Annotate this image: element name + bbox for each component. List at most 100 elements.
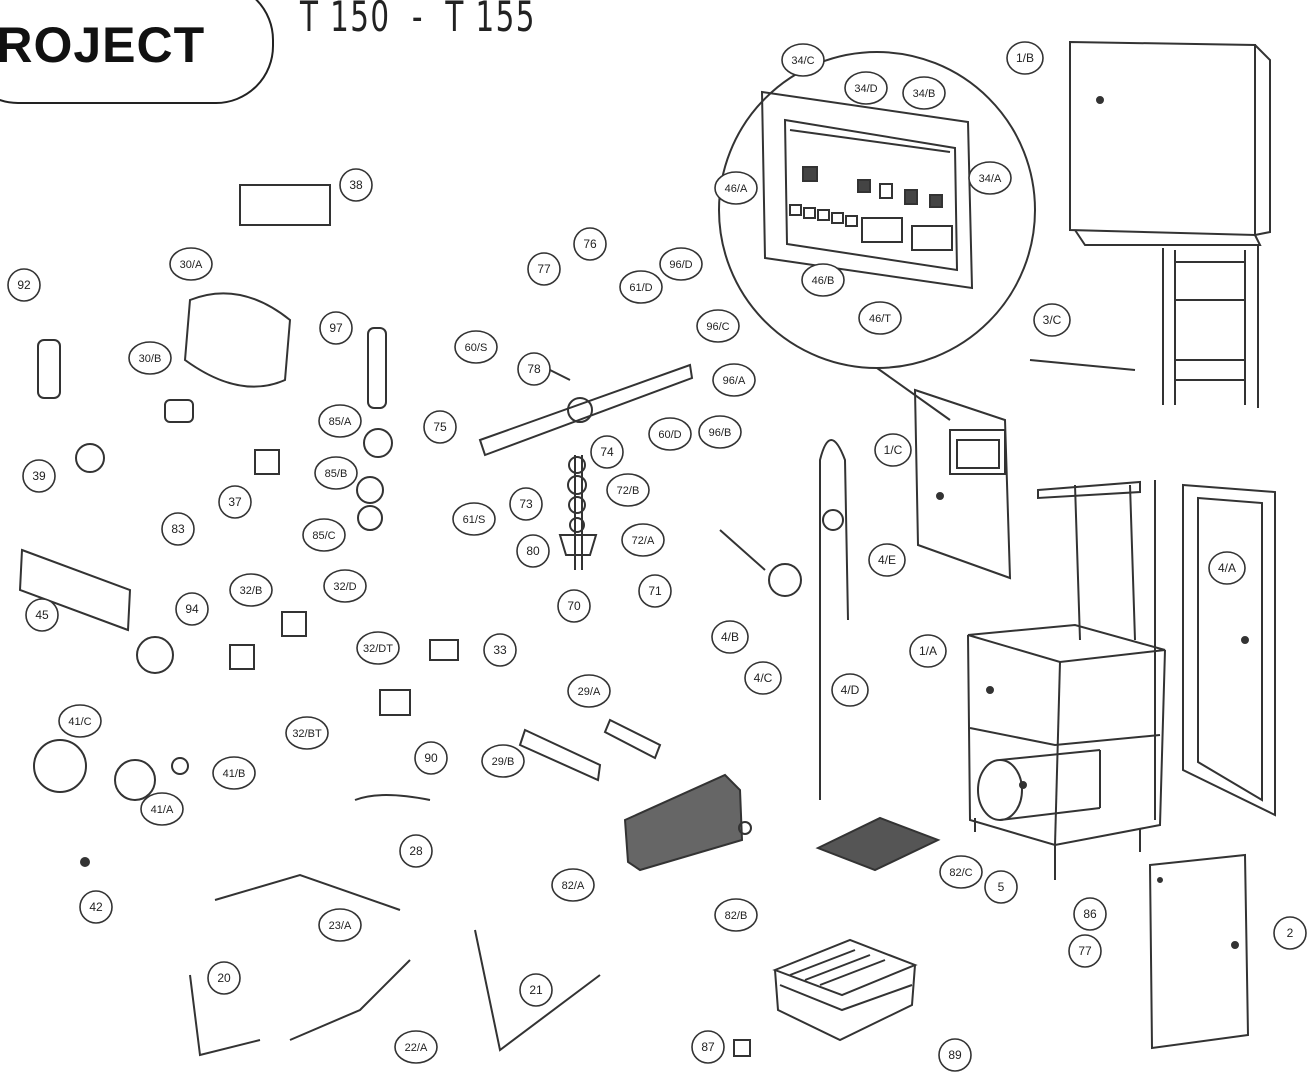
callout-label: 92 — [17, 278, 31, 292]
callout-82-c: 82/C — [939, 855, 983, 889]
callout-29-a: 29/A — [567, 674, 611, 708]
callout-label: 41/C — [68, 716, 91, 728]
callout-label: 75 — [433, 420, 447, 434]
callout-61-d: 61/D — [619, 270, 663, 304]
callout-5: 5 — [984, 870, 1018, 904]
callout-92: 92 — [7, 268, 41, 302]
callout-33: 33 — [483, 633, 517, 667]
callout-label: 4/E — [878, 553, 896, 567]
callout-85-b: 85/B — [314, 456, 358, 490]
callout-4-e: 4/E — [868, 543, 906, 577]
callout-label: 61/D — [629, 282, 652, 294]
callout-38: 38 — [339, 168, 373, 202]
callout-label: 46/A — [725, 183, 748, 195]
machine-frame — [967, 480, 1166, 880]
callout-41-a: 41/A — [140, 792, 184, 826]
callout-60-d: 60/D — [648, 417, 692, 451]
callout-label: 4/D — [841, 683, 860, 697]
callout-label: 34/D — [854, 83, 877, 95]
callout-label: 34/A — [979, 173, 1002, 185]
callout-96-b: 96/B — [698, 415, 742, 449]
callout-30-b: 30/B — [128, 341, 172, 375]
callout-label: 21 — [529, 983, 543, 997]
callout-22-a: 22/A — [394, 1030, 438, 1064]
door-panel — [1182, 483, 1276, 817]
callout-label: 82/C — [949, 867, 972, 879]
callout-label: 4/A — [1218, 561, 1236, 575]
callout-label: 82/A — [562, 880, 585, 892]
callout-label: 72/B — [617, 485, 640, 497]
callout-label: 77 — [537, 262, 551, 276]
callout-4-c: 4/C — [744, 661, 782, 695]
callout-label: 71 — [648, 584, 662, 598]
callout-label: 60/S — [465, 342, 488, 354]
callout-87: 87 — [691, 1030, 725, 1064]
callout-label: 41/A — [151, 804, 174, 816]
callout-label: 74 — [600, 445, 614, 459]
model-title: T 150 - T 155 — [300, 0, 536, 41]
callout-23-a: 23/A — [318, 908, 362, 942]
callout-85-c: 85/C — [302, 518, 346, 552]
callout-label: 45 — [35, 608, 49, 622]
callout-77: 77 — [527, 252, 561, 286]
callout-label: 33 — [493, 643, 507, 657]
callout-label: 46/B — [812, 275, 835, 287]
brand-logo: Y S T E M S PROJECT — [0, 0, 274, 104]
callout-label: 42 — [89, 900, 103, 914]
callout-label: 28 — [409, 844, 423, 858]
callout-41-b: 41/B — [212, 756, 256, 790]
callout-label: 4/B — [721, 630, 739, 644]
callout-77: 77 — [1068, 934, 1102, 968]
callout-label: 32/BT — [292, 728, 322, 740]
callout-label: 94 — [185, 602, 199, 616]
callout-label: 76 — [583, 237, 597, 251]
callout-label: 96/C — [706, 321, 729, 333]
callout-83: 83 — [161, 512, 195, 546]
callout-90: 90 — [414, 741, 448, 775]
callout-94: 94 — [175, 592, 209, 626]
callout-32-b: 32/B — [229, 573, 273, 607]
callout-89: 89 — [938, 1038, 972, 1072]
callout-41-c: 41/C — [58, 704, 102, 738]
callout-4-a: 4/A — [1208, 551, 1246, 585]
callout-label: 85/A — [329, 416, 352, 428]
callout-label: 96/B — [709, 427, 732, 439]
callout-label: 5 — [998, 880, 1005, 894]
callout-label: 30/B — [139, 353, 162, 365]
callout-28: 28 — [399, 834, 433, 868]
callout-label: 3/C — [1043, 313, 1062, 327]
callout-80: 80 — [516, 534, 550, 568]
control-panel-detail — [718, 51, 1036, 421]
callout-73: 73 — [509, 487, 543, 521]
callout-34-b: 34/B — [902, 76, 946, 110]
callout-96-d: 96/D — [659, 247, 703, 281]
callout-42: 42 — [79, 890, 113, 924]
callout-label: 85/B — [325, 468, 348, 480]
callout-label: 90 — [424, 751, 438, 765]
callout-20: 20 — [207, 961, 241, 995]
callout-label: 60/D — [658, 429, 681, 441]
callout-label: 34/C — [791, 55, 814, 67]
callout-78: 78 — [517, 352, 551, 386]
hood-rod — [1029, 359, 1136, 371]
callout-3-c: 3/C — [1033, 303, 1071, 337]
callout-label: 1/C — [884, 443, 903, 457]
callout-4-b: 4/B — [711, 620, 749, 654]
callout-label: 70 — [567, 599, 581, 613]
callout-32-bt: 32/BT — [285, 716, 329, 750]
callout-1-b: 1/B — [1006, 41, 1044, 75]
callout-label: 30/A — [180, 259, 203, 271]
callout-label: 72/A — [632, 535, 655, 547]
callout-label: 2 — [1287, 926, 1294, 940]
filter-grid — [815, 816, 941, 872]
callout-label: 32/DT — [363, 643, 393, 655]
callout-71: 71 — [638, 574, 672, 608]
callout-4-d: 4/D — [831, 673, 869, 707]
callout-label: 86 — [1083, 907, 1097, 921]
callout-82-a: 82/A — [551, 868, 595, 902]
callout-32-dt: 32/DT — [356, 631, 400, 665]
callout-label: 37 — [228, 495, 242, 509]
callout-32-d: 32/D — [323, 569, 367, 603]
callout-30-a: 30/A — [169, 247, 213, 281]
